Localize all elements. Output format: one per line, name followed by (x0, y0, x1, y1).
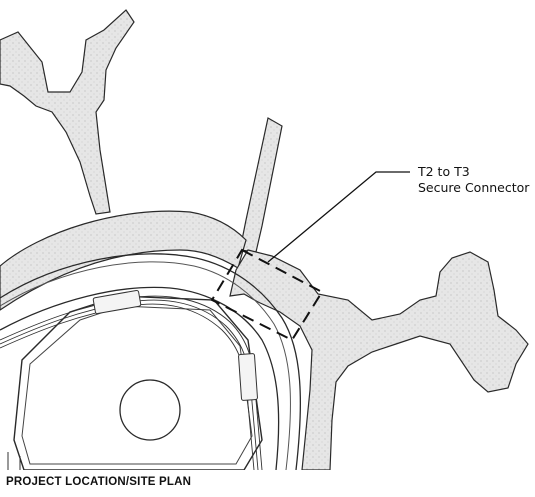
callout-line-1: T2 to T3 (418, 164, 470, 179)
t3-terminal (229, 249, 529, 470)
callout-line-2: Secure Connector (418, 180, 530, 195)
upper-left-concourse (0, 9, 135, 215)
central-circle (119, 379, 181, 441)
central-octagon-inner (21, 305, 253, 465)
secure-connector-callout: T2 to T3 Secure Connector (418, 164, 529, 196)
transit-station-west (92, 289, 142, 315)
transit-station-east (238, 353, 258, 401)
north-pier (239, 117, 283, 253)
ring-road-mid (0, 261, 291, 470)
plan-caption: PROJECT LOCATION/SITE PLAN (6, 476, 192, 488)
curved-concourse (0, 210, 247, 311)
secure-connector-dashed-box (210, 248, 324, 342)
ring-road-inner (0, 286, 280, 470)
site-plan-map (0, 9, 529, 470)
callout-leader-line (267, 171, 410, 263)
ring-road-outer (0, 253, 301, 470)
